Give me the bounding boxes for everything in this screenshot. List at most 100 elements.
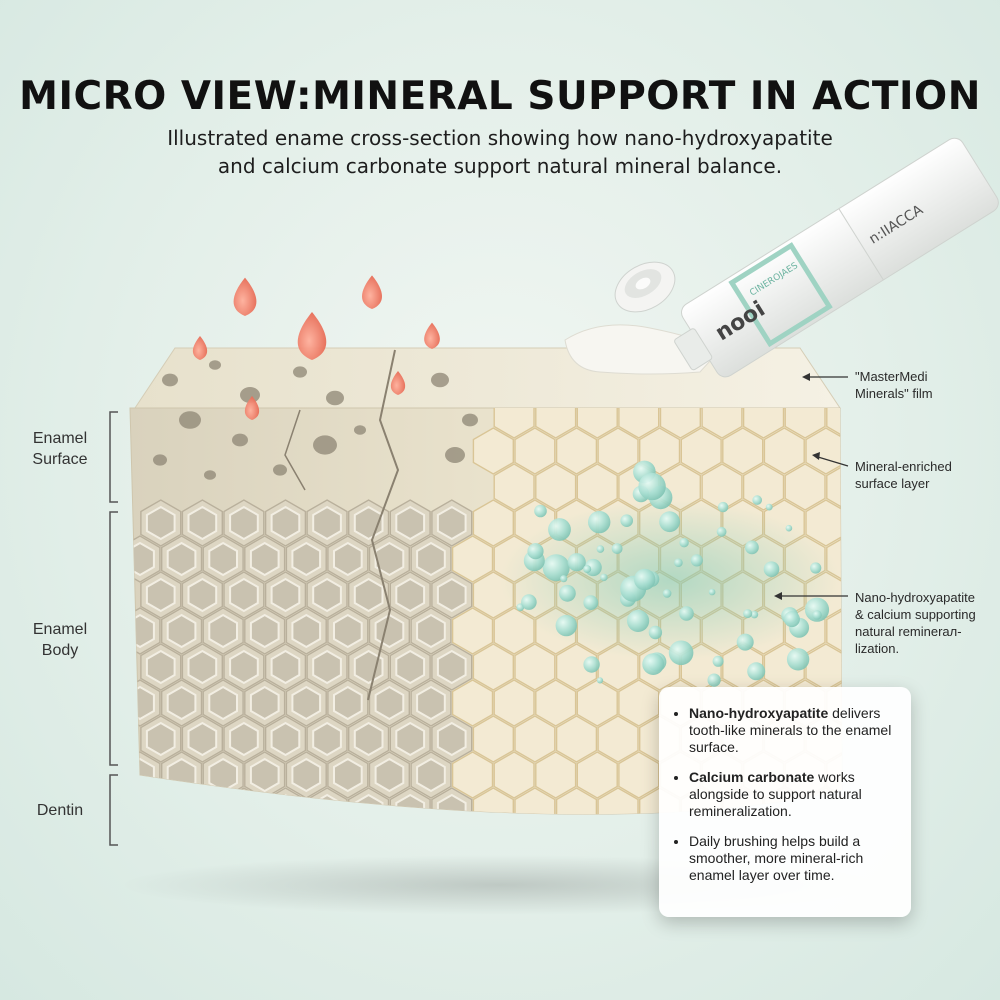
mineral-bubble — [804, 597, 830, 622]
hexagon-cell-hollow — [130, 541, 155, 577]
hexagon-cell — [120, 896, 160, 942]
acid-droplet — [233, 277, 257, 316]
info-item-1-text: delivers tooth-like minerals to the enam… — [689, 705, 892, 755]
label-enamel-surface: Enamel Surface — [20, 428, 100, 470]
mineral-bubble — [588, 510, 611, 534]
callout-nano-line-4: lization. — [855, 641, 900, 656]
hexagon-cell — [472, 715, 514, 763]
hexagon-cell-hollow — [436, 721, 467, 757]
hexagon-cell — [555, 427, 598, 475]
hexagon-cell-hollow — [168, 903, 196, 935]
hexagon-cell — [868, 536, 908, 582]
mineral-bubble — [542, 554, 570, 582]
hexagon-cell — [722, 427, 764, 475]
bracket-dentin — [109, 774, 118, 846]
mineral-bubble — [763, 561, 780, 577]
hexagon-cell — [826, 607, 842, 655]
hexagon-cell-hollow — [436, 577, 467, 613]
label-enamel-body-line-2: Body — [41, 642, 79, 659]
info-item-3-text: Daily brushing helps build a smoother, m… — [689, 833, 864, 883]
hexagon-cell — [931, 932, 971, 978]
hexagon-cell — [848, 932, 888, 978]
label-enamel-body: Enamel Body — [20, 619, 100, 661]
page-title: MICRO VIEW:MINERAL SUPPORT IN ACTION — [19, 74, 981, 119]
hexagon-cell — [535, 751, 577, 799]
hexagon-cell — [181, 787, 224, 815]
hexagon-cell — [597, 787, 639, 815]
hexagon-cell-hollow — [353, 577, 384, 613]
hexagon-cell — [535, 679, 577, 727]
hexagon-cell-hollow — [229, 649, 259, 685]
hexagon-cell-hollow — [355, 939, 383, 971]
hexagon-cell-hollow — [208, 757, 238, 793]
callout-arrowhead-nano — [774, 592, 782, 600]
info-item-2-text: works alongside to support natural remin… — [689, 769, 862, 819]
hexagon-cell — [535, 408, 577, 439]
hexagon-cell-hollow — [395, 721, 426, 757]
hexagon-cell-hollow — [395, 505, 426, 541]
hexagon-cell — [514, 643, 556, 691]
mineral-bubble — [786, 648, 810, 671]
hexagon-cell — [618, 751, 660, 799]
hexagon-cell-hollow — [312, 721, 342, 757]
hexagon-cell-hollow — [395, 577, 426, 613]
mineral-bubble — [707, 673, 721, 687]
hexagon-cell-hollow — [187, 649, 218, 685]
hexagon-cell — [889, 500, 929, 546]
enamel-pore — [293, 366, 307, 378]
mineral-bubble — [745, 540, 759, 555]
hexagon-cell-hollow — [333, 685, 363, 721]
mineral-bubble — [627, 609, 650, 633]
hexagon-cell — [120, 824, 160, 870]
mineral-bubble — [521, 594, 537, 610]
hexagon-cell-hollow — [312, 793, 342, 815]
hexagon-cell — [493, 751, 535, 799]
hexagon-cell — [514, 715, 556, 763]
hexagon-cell-hollow — [208, 541, 238, 577]
hexagon-cell-hollow — [313, 939, 341, 971]
hexagon-cell-hollow — [187, 577, 218, 613]
hexagon-cell-hollow — [312, 649, 342, 685]
enamel-pore — [162, 373, 178, 387]
hexagon-cell-hollow — [291, 685, 322, 721]
hexagon-cell — [764, 932, 804, 978]
hexagon-cell — [659, 408, 701, 439]
enamel-pore — [313, 435, 337, 455]
hexagon-cell-hollow — [189, 939, 217, 971]
hexagon-cell — [806, 932, 846, 978]
hexagon-cell — [681, 932, 721, 978]
page-subtitle: Illustrated ename cross-section showing … — [100, 124, 900, 180]
tube-cap — [614, 261, 676, 313]
hexagon-cell — [223, 787, 265, 815]
mineral-bubble — [611, 543, 623, 554]
hexagon-cell — [140, 787, 182, 815]
hexagon-cell-hollow — [145, 793, 176, 815]
hexagon-cell — [472, 499, 514, 547]
hexagon-cell — [598, 932, 638, 978]
mineral-particles — [516, 460, 830, 687]
hexagon-cell-hollow — [229, 577, 259, 613]
mineral-bubble — [783, 611, 800, 628]
hexagon-cell — [162, 824, 202, 870]
info-item-2-bold: Calcium carbonate — [689, 769, 815, 785]
hexagon-cell — [597, 427, 639, 475]
mineral-bubble — [810, 562, 822, 574]
hexagon-cell-hollow — [130, 685, 155, 721]
hexagon-cell-hollow — [438, 939, 466, 971]
hexagon-cell-hollow — [147, 939, 175, 971]
mineral-bubble — [679, 538, 689, 548]
mineral-bubble — [690, 554, 703, 567]
hexagon-cell — [432, 932, 472, 978]
hexagon-cell — [680, 427, 722, 475]
hexagon-cell-hollow — [353, 721, 384, 757]
hexagon-cell-hollow — [229, 793, 259, 815]
hexagon-cell-hollow — [292, 831, 320, 863]
label-enamel-body-line-1: Enamel — [32, 621, 88, 638]
hexagon-cell-hollow — [209, 903, 237, 935]
hexagon-cell-hollow — [374, 541, 405, 577]
info-item-1: Nano-hydroxyapatite delivers tooth-like … — [689, 705, 897, 756]
hexagon-cell-hollow — [291, 541, 322, 577]
info-item-3: Daily brushing helps build a smoother, m… — [689, 833, 897, 884]
mineral-bubble — [583, 656, 600, 673]
enamel-pore — [273, 464, 287, 476]
